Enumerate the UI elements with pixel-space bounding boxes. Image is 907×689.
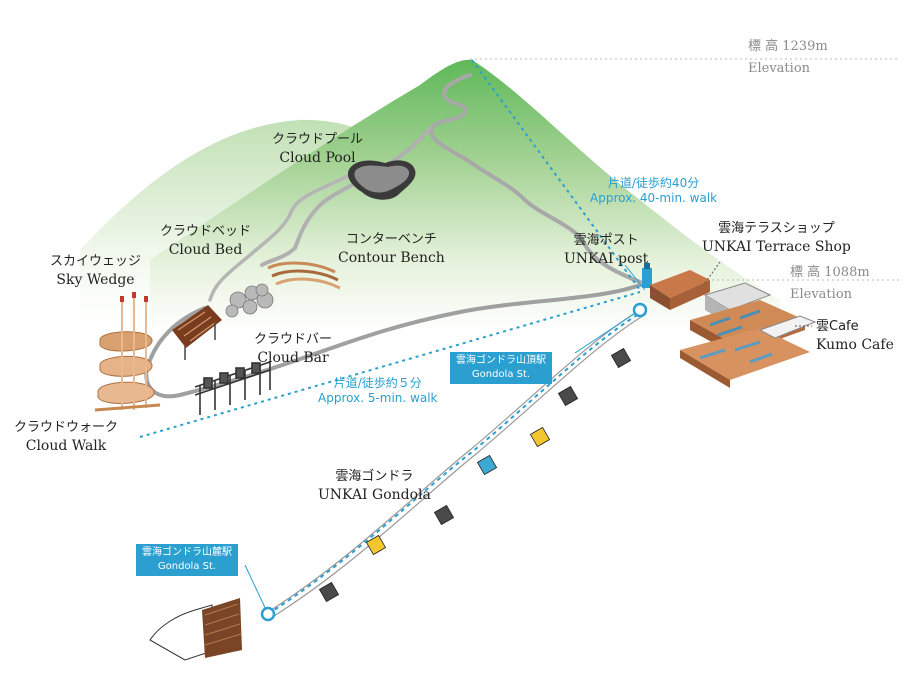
contour-bench[interactable] <box>267 261 341 290</box>
top-station-marker[interactable] <box>632 302 648 318</box>
terrace-elevation: 標 高 1088m Elevation <box>790 262 870 306</box>
gondola-cabin <box>365 534 387 556</box>
terrace-buildings[interactable] <box>650 270 817 388</box>
top-station-box[interactable]: 雲海ゴンドラ山頂駅 Gondola St. <box>450 352 552 384</box>
pool-trail <box>260 126 432 267</box>
bar-walk-route <box>139 291 641 438</box>
cloud-bar-label[interactable]: クラウドバー Cloud Bar <box>254 332 333 366</box>
summit-elevation-value: 標 高 1239m <box>748 39 828 54</box>
kumo-cafe-label[interactable]: 雲Cafe Kumo Cafe <box>816 319 894 353</box>
gondola-label[interactable]: 雲海ゴンドラ UNKAI Gondola <box>318 469 431 503</box>
cloud-walk-label[interactable]: クラウドウォーク Cloud Walk <box>14 420 119 454</box>
terrace-elevation-caption: Elevation <box>790 287 853 302</box>
gondola-cabin <box>433 504 455 526</box>
gondola-cabin <box>529 426 551 448</box>
contour-bench-label[interactable]: コンターベンチ Contour Bench <box>338 232 445 266</box>
gondola-cabins <box>318 347 632 603</box>
unkai-post-label[interactable]: 雲海ポスト UNKAI post <box>564 233 649 267</box>
summit-elevation-caption: Elevation <box>748 61 811 76</box>
cloud-bar[interactable] <box>194 361 271 415</box>
gondola-cable <box>267 309 641 613</box>
bottom-station-box[interactable]: 雲海ゴンドラ山麓駅 Gondola St. <box>136 544 238 576</box>
gondola-cabin <box>476 454 498 476</box>
bottom-station-marker[interactable] <box>260 606 276 622</box>
terrace-shop-label[interactable]: 雲海テラスショップ UNKAI Terrace Shop <box>702 221 851 255</box>
cloud-pool-label[interactable]: クラウドプール Cloud Pool <box>272 132 364 166</box>
upper-trail <box>208 173 352 302</box>
lower-trail <box>144 283 642 399</box>
sky-wedge[interactable] <box>172 305 222 360</box>
gondola-cabin <box>610 347 632 369</box>
summit-trail <box>429 73 642 284</box>
sky-wedge-label[interactable]: スカイウェッジ Sky Wedge <box>50 254 142 288</box>
gondola-cabin <box>318 581 340 603</box>
summit-walk-route <box>471 59 641 291</box>
cloud-bed[interactable] <box>225 283 274 318</box>
bar-walk-time: 片道/徒歩約５分 Approx. 5-min. walk <box>318 376 438 405</box>
terrace-elevation-value: 標 高 1088m <box>790 265 870 280</box>
summit-walk-time: 片道/徒歩約40分 Approx. 40-min. walk <box>590 176 718 205</box>
cloud-bed-label[interactable]: クラウドベッド Cloud Bed <box>160 224 252 258</box>
gondola-cable-2 <box>273 313 647 617</box>
cloud-walk[interactable] <box>94 292 161 412</box>
unkai-post[interactable] <box>642 263 652 288</box>
summit-elevation: 標 高 1239m Elevation <box>748 36 828 80</box>
cloud-pool[interactable] <box>347 160 416 200</box>
gondola-cabin <box>557 385 579 407</box>
bottom-station-building[interactable] <box>149 598 242 661</box>
